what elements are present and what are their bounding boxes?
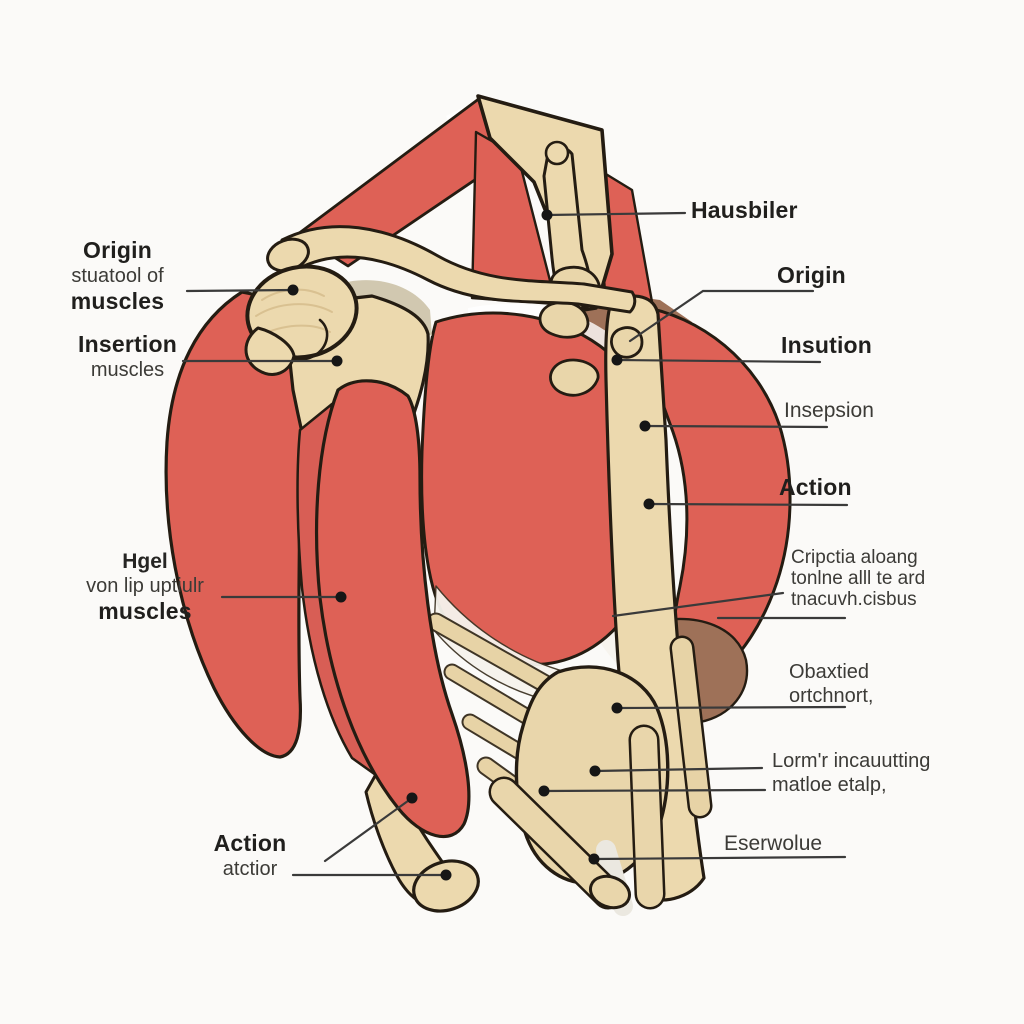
label-hausbiler: Hausbiler	[691, 197, 798, 223]
label-hgel-left: Hgel von lip uptiulr muscles	[86, 550, 204, 624]
anatomy-figure	[164, 94, 792, 916]
label-obaxtied: Obaxtied ortchnort,	[789, 661, 874, 707]
label-dots	[287, 209, 655, 881]
label-eserwolue: Eserwolue	[724, 832, 823, 855]
label-lorm: Lorm'r incauutting matloe etalp,	[772, 750, 931, 796]
label-cripctia-paragraph: Cripctia aloang tonlne alll te ard tnacu…	[791, 547, 926, 610]
clavicle-bone	[279, 225, 637, 314]
leader-lines	[181, 211, 849, 877]
label-insertion-left: Insertion muscles	[78, 331, 177, 381]
label-insution: Insution	[781, 332, 873, 358]
label-origin-left: Origin stuatool of muscles	[70, 237, 165, 314]
label-action-left: Action atctior	[213, 830, 287, 880]
label-origin-right: Origin	[777, 262, 846, 288]
coracoid-knob	[244, 326, 296, 376]
label-action-right: Action	[779, 474, 852, 500]
label-insepsion: Insepsion	[784, 399, 874, 422]
